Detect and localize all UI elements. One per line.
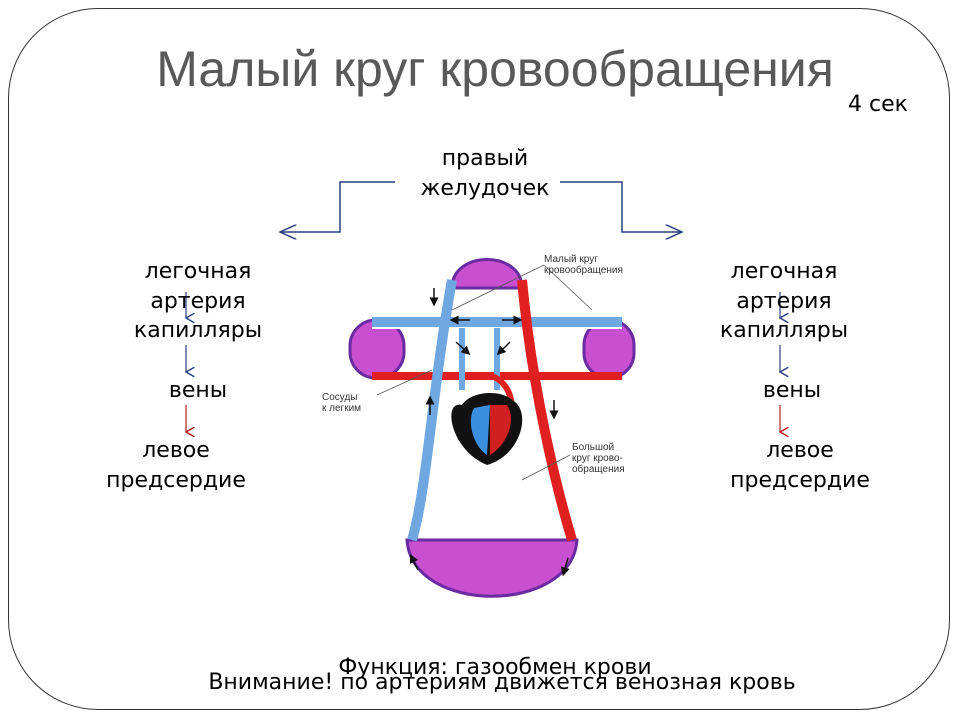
systemic-artery	[517, 279, 577, 542]
systemic-vein	[407, 279, 457, 542]
function-text: Функция: газообмен крови	[338, 655, 652, 680]
cycle-time: 4 сек	[848, 92, 908, 117]
label-vessels: Сосуды к легким	[322, 392, 361, 414]
label-big-circle-line3: обращения	[572, 463, 625, 475]
left-veins-label: вены	[168, 378, 228, 403]
right-capillaries-label: капилляры	[719, 318, 849, 343]
label-vessels-line1: Сосуды	[322, 392, 357, 403]
label-big-circle-line1: Большой	[572, 442, 614, 453]
label-small-circle-line1: Малый круг	[544, 254, 598, 265]
body-capillary	[405, 538, 579, 598]
label-big-circle: Большой круг крово- обращения	[572, 442, 626, 475]
slide-title: Малый круг кровообращения	[156, 41, 834, 97]
label-small-circle-line2: кровообращения	[544, 264, 623, 276]
attention-note: Внимание! по артериям движется венозная …	[208, 670, 796, 695]
slide-frame	[8, 8, 950, 710]
left-capillaries-label: капилляры	[133, 318, 263, 343]
right-veins-label: вены	[762, 378, 822, 403]
label-big-circle-line2: круг крово-	[572, 453, 623, 464]
label-small-circle: Малый круг кровообращения	[544, 254, 623, 276]
label-vessels-line2: к легким	[322, 403, 361, 414]
circulation-illustration: Малый круг кровообращения Сосуды к легки…	[322, 254, 636, 598]
head-capillary	[450, 258, 524, 290]
